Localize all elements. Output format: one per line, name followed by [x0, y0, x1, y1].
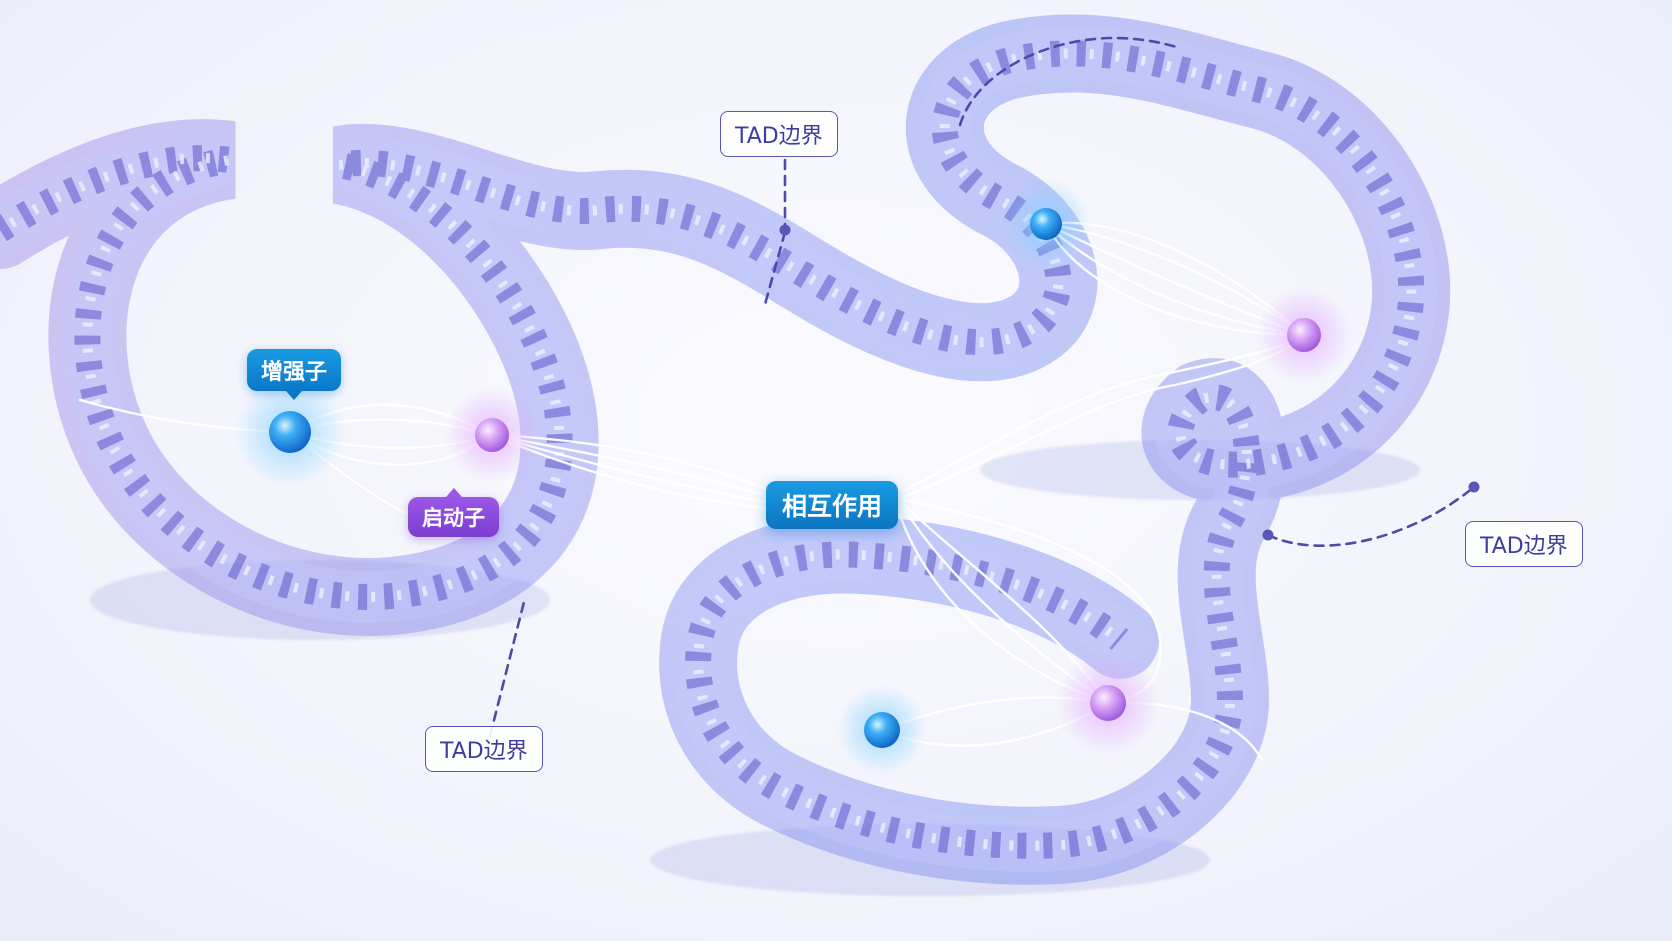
tad-boundary-label-top: TAD边界 — [720, 111, 838, 157]
tad-boundary-dots — [779, 224, 1480, 541]
tad-connector-top — [762, 158, 787, 310]
tad-dot-top — [779, 224, 791, 236]
tad-boundary-label-bottom: TAD边界 — [425, 726, 543, 772]
nodes — [235, 179, 1352, 775]
promoter-node-right — [1287, 318, 1321, 352]
promoter-label: 启动子 — [408, 488, 499, 537]
chromatin-fiber — [0, 14, 1451, 885]
tad-connector-bottom — [488, 596, 527, 738]
tad-dot-right-b — [1468, 481, 1480, 493]
tad-boundary-markers — [488, 36, 1476, 738]
promoter-node-left — [475, 418, 509, 452]
enhancer-node-top — [1030, 208, 1062, 240]
dna-helix-strand-a — [0, 40, 1425, 859]
enhancer-node-left — [269, 411, 311, 453]
tad-connector-right — [1266, 485, 1476, 547]
promoter-node-bottom — [1090, 685, 1126, 721]
interaction-label: 相互作用 — [766, 481, 899, 529]
tad-boundary-label-right: TAD边界 — [1465, 521, 1583, 567]
tad-connector-top-arc — [958, 36, 1182, 127]
enhancer-node-bottom — [864, 712, 900, 748]
tad-dot-right-a — [1262, 529, 1274, 541]
enhancer-label: 增强子 — [247, 349, 342, 400]
